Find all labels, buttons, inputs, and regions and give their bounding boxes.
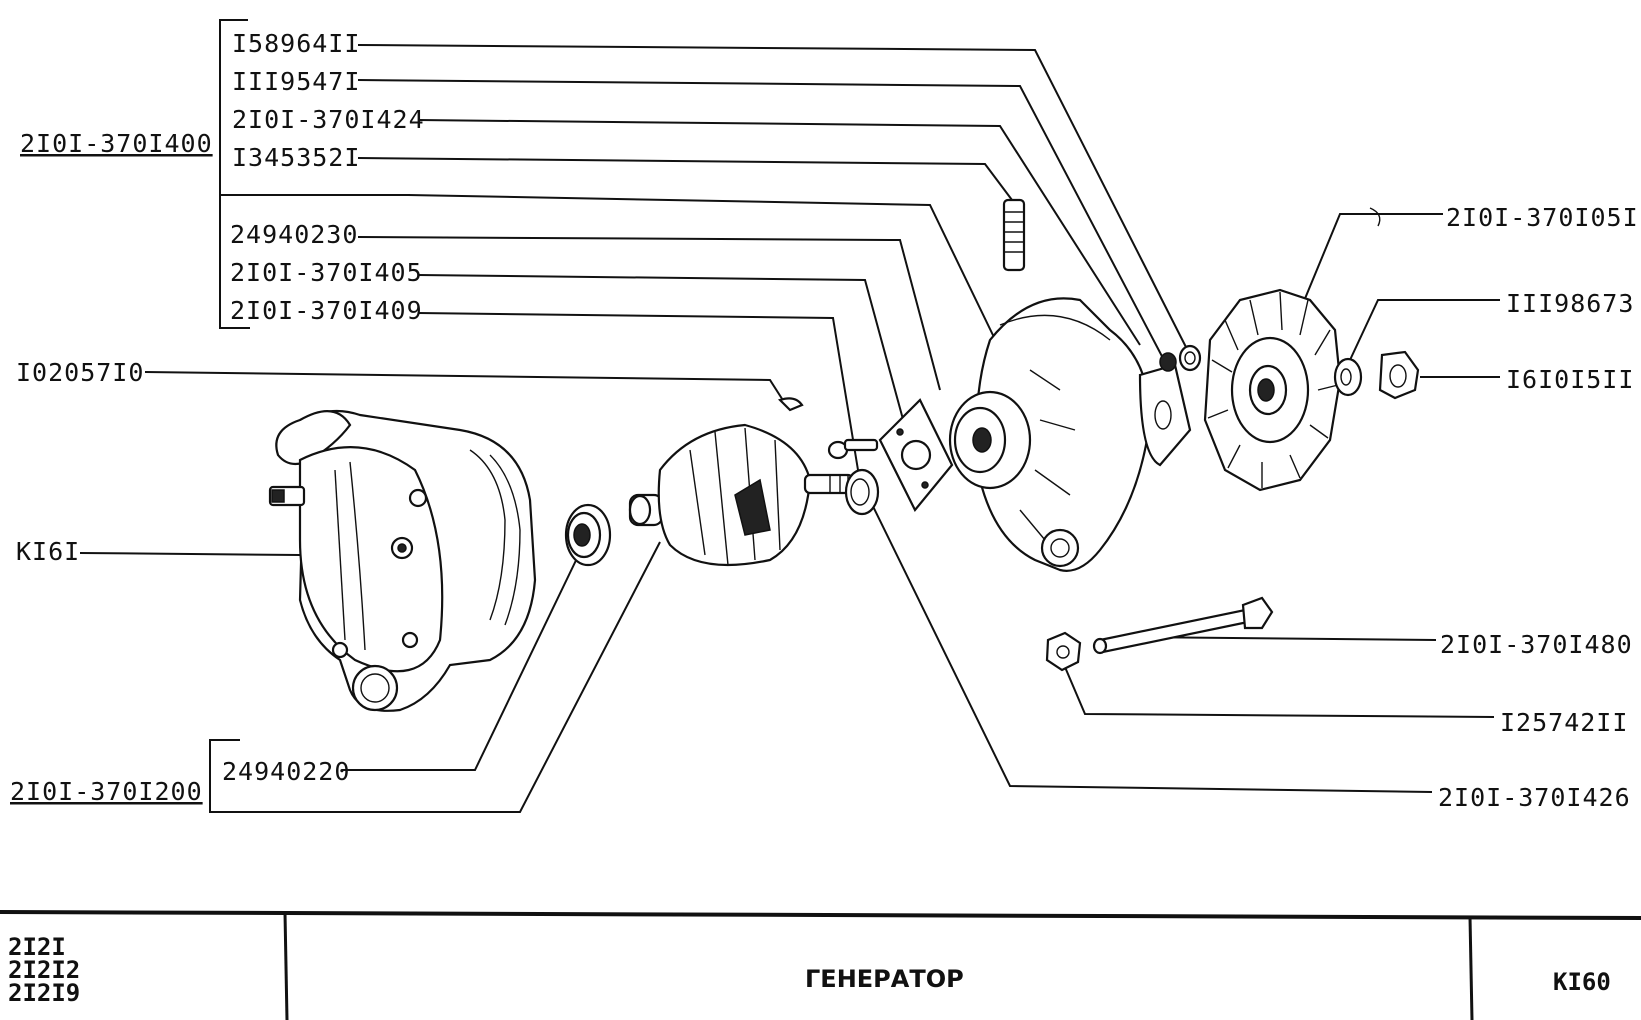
part-label-13: I6I0I5II — [1506, 365, 1634, 394]
part-label-16: 2I0I-370I426 — [1438, 783, 1631, 812]
part-label-12: III98673 — [1506, 289, 1634, 318]
part-label-3: 2I0I-370I424 — [232, 105, 425, 134]
stator-housing-assembly — [268, 409, 537, 712]
model-number-2: 2I2I2 — [8, 956, 80, 984]
spacer-ring — [1159, 344, 1202, 372]
drive-end-cover — [948, 297, 1192, 572]
through-bolt — [1092, 596, 1274, 655]
part-label-6: 2I0I-370I405 — [230, 258, 423, 287]
woodruff-key — [777, 397, 804, 412]
page-title: ГЕНЕРАТОР — [805, 965, 964, 993]
lock-washer — [1333, 357, 1363, 397]
page-code: KI60 — [1553, 968, 1611, 996]
part-label-8: I02057I0 — [16, 358, 144, 387]
screw — [827, 438, 879, 460]
front-bearing — [844, 468, 880, 516]
leader-lines — [79, 44, 1500, 813]
part-label-4: I345352I — [232, 143, 360, 172]
part-label-1: I58964II — [232, 29, 360, 58]
part-label-2: III9547I — [232, 67, 360, 96]
rear-bearing — [564, 503, 612, 567]
part-label-7: 2I0I-370I409 — [230, 296, 423, 325]
part-label-15: I25742II — [1500, 708, 1628, 737]
group-label-rear-cover: 2I0I-370I400 — [20, 129, 213, 158]
stud-bolt — [1002, 198, 1026, 272]
model-number-1: 2I2I — [8, 933, 66, 961]
rotor — [628, 423, 855, 567]
fan-pulley — [1203, 288, 1342, 492]
model-number-3: 2I2I9 — [8, 979, 80, 1007]
part-label-10: 24940220 — [222, 757, 350, 786]
part-label-5: 24940230 — [230, 220, 358, 249]
bracket-rear-cover-group — [219, 19, 410, 329]
bracket-rotor-group — [209, 739, 240, 813]
group-label-rotor: 2I0I-370I200 — [10, 777, 203, 806]
part-label-11: 2I0I-370I05I — [1446, 203, 1639, 232]
part-label-14: 2I0I-370I480 — [1440, 630, 1633, 659]
bearing-retainer-plate — [878, 398, 954, 513]
footer-frame — [0, 910, 1641, 1020]
part-label-9: KI6I — [16, 537, 80, 566]
hex-nut — [1045, 631, 1082, 672]
pulley-nut — [1378, 350, 1420, 400]
